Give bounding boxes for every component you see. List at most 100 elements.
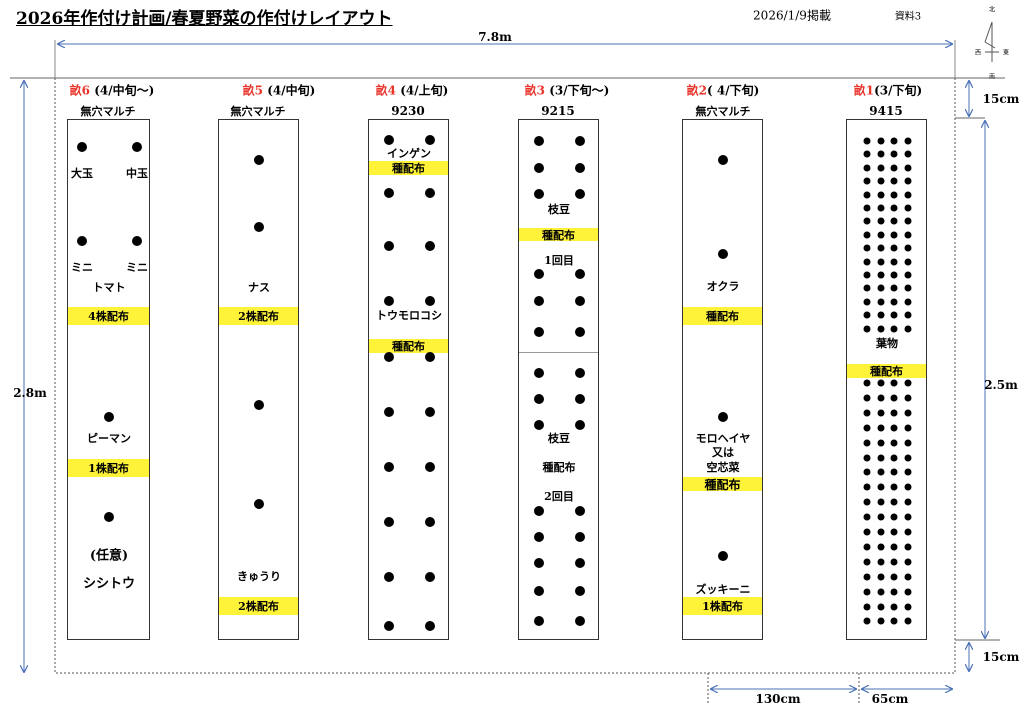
plant-dot	[890, 164, 898, 172]
plant-dot	[77, 142, 87, 152]
plant-dot	[890, 558, 898, 566]
plant-dot	[534, 368, 544, 378]
plant-dot	[877, 244, 885, 252]
plant-dot	[904, 379, 912, 387]
plant-dot	[863, 573, 871, 581]
crop-label: トマト	[92, 281, 126, 294]
plant-dot	[890, 424, 898, 432]
plant-dot	[77, 236, 87, 246]
plant-dot	[863, 150, 871, 158]
distribution-band: 2株配布	[219, 307, 298, 325]
plant-dot	[575, 532, 585, 542]
plant-dot	[890, 498, 898, 506]
posted-date: 2026/1/9掲載	[753, 8, 831, 23]
plant-dot	[384, 621, 394, 631]
plant-dot	[890, 284, 898, 292]
plant-dot	[425, 241, 435, 251]
distribution-band: 種配布	[519, 228, 598, 242]
plant-dot	[534, 136, 544, 146]
bed3-header: 畝3 (3/下旬～)	[524, 83, 610, 98]
plant-dot	[877, 468, 885, 476]
plant-dot	[904, 231, 912, 239]
plant-dot	[877, 217, 885, 225]
plant-dot	[575, 269, 585, 279]
crop-label: オクラ	[706, 280, 740, 293]
plant-dot	[575, 558, 585, 568]
plant-dot	[863, 558, 871, 566]
plant-dot	[904, 204, 912, 212]
plant-dot	[890, 379, 898, 387]
plant-dot	[904, 164, 912, 172]
plant-dot	[877, 204, 885, 212]
plant-dot	[904, 311, 912, 319]
plant-dot	[904, 454, 912, 461]
plant-dot	[132, 142, 142, 152]
plant-dot	[254, 155, 264, 165]
bed6-sub: 無穴マルチ	[80, 105, 136, 118]
plant-dot	[863, 439, 871, 447]
plant-dot	[877, 394, 885, 402]
crop-label: インゲン	[387, 147, 431, 160]
crop-label: ズッキーニ	[695, 583, 751, 596]
crop-label: 2回目	[544, 490, 574, 503]
bed1-header: 畝1(3/下旬)	[853, 83, 923, 98]
plant-dot	[534, 327, 544, 337]
plant-dot	[863, 177, 871, 185]
plant-dot	[863, 617, 871, 625]
plant-dot	[534, 616, 544, 626]
plant-dot	[384, 188, 394, 198]
plant-dot	[863, 325, 871, 333]
crop-label: トウモロコシ	[376, 309, 442, 322]
plant-dot	[104, 512, 114, 522]
plant-dot	[863, 424, 871, 432]
plant-dot	[384, 572, 394, 582]
plant-dot	[534, 558, 544, 568]
plant-dot	[575, 163, 585, 173]
plant-dot	[877, 603, 885, 610]
plant-dot	[904, 298, 912, 306]
crop-label: 1回目	[544, 254, 574, 267]
distribution-band: 種配布	[847, 364, 926, 378]
plant-dot	[384, 135, 394, 145]
plant-dot	[425, 407, 435, 417]
plant-dot	[890, 191, 898, 199]
plant-dot	[863, 137, 871, 145]
bed-2: オクラ 種配布 モロヘイヤ 又は 空芯菜 種配布 ズッキーニ 1株配布	[682, 119, 763, 640]
plant-dot	[863, 498, 871, 506]
plant-dot	[904, 271, 912, 279]
plant-dot	[904, 617, 912, 625]
plant-dot	[890, 311, 898, 319]
plant-dot	[877, 424, 885, 432]
plant-dot	[718, 155, 728, 165]
page-title: 2026年作付け計画/春夏野菜の作付けレイアウト	[16, 9, 393, 29]
plant-dot	[904, 137, 912, 145]
plant-dot	[890, 454, 898, 461]
plant-dot	[890, 137, 898, 145]
document-number: 資料3	[894, 11, 922, 23]
plant-dot	[863, 217, 871, 225]
plant-dot	[425, 135, 435, 145]
plant-dot	[890, 603, 898, 610]
plant-dot	[425, 462, 435, 472]
crop-label: 大玉	[71, 167, 93, 180]
bottom-margin-label: 15cm	[982, 650, 1020, 664]
plant-dot	[904, 284, 912, 292]
bed4-sub: 9230	[391, 104, 425, 118]
plant-dot	[384, 352, 394, 362]
bed-6: 大玉 中玉 ミニ ミニ トマト 4株配布 ピーマン 1株配布 (任意) シシトウ	[67, 119, 150, 640]
crop-label: 枝豆	[548, 432, 570, 445]
plant-dot	[877, 177, 885, 185]
plant-dot	[890, 217, 898, 225]
distribution-band: 種配布	[369, 339, 448, 353]
plant-dot	[575, 586, 585, 596]
plant-dot	[890, 258, 898, 266]
plant-dot	[877, 439, 885, 447]
plant-dot	[425, 621, 435, 631]
plant-dot	[534, 420, 544, 430]
plant-dot	[863, 298, 871, 306]
crop-label: ピーマン	[87, 432, 131, 445]
plant-dot	[904, 573, 912, 581]
plant-dot	[575, 368, 585, 378]
plant-dot	[877, 588, 885, 596]
